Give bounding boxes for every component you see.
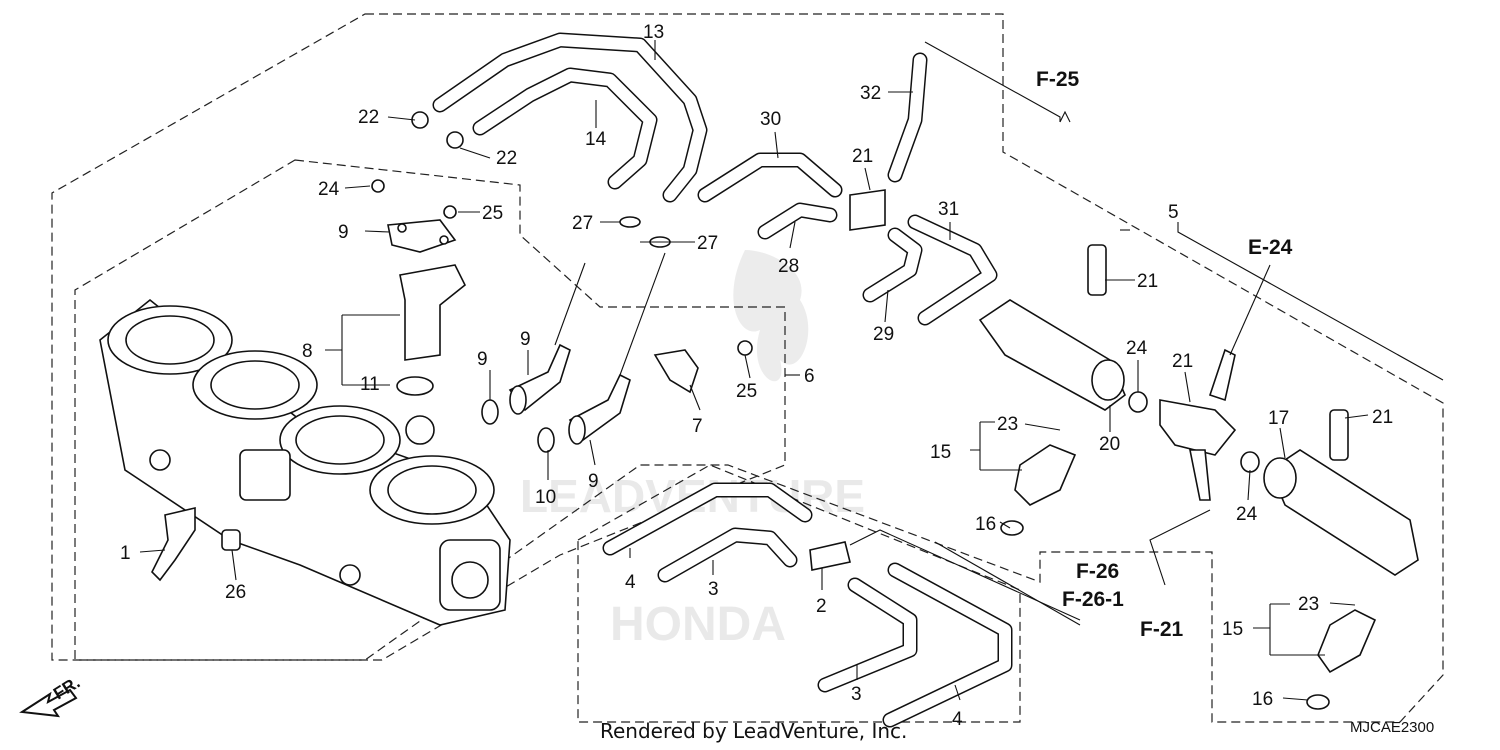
callout-11: 10 <box>535 487 556 508</box>
diagram-code: MJCAE2300 <box>1350 719 1434 736</box>
callout-9: 9 <box>520 329 531 350</box>
ref-f-21: F-21 <box>1140 618 1184 641</box>
watermark: LEADVENTURE HONDA <box>520 250 865 651</box>
callout-23: 23 <box>1298 594 1319 615</box>
callout-2: 2 <box>816 596 827 617</box>
callout-31: 31 <box>938 199 959 220</box>
callout-25: 25 <box>736 381 757 402</box>
callout-7: 7 <box>692 416 703 437</box>
callout-22: 22 <box>358 107 379 128</box>
callout-26: 26 <box>225 582 246 603</box>
callout-16: 16 <box>975 514 996 535</box>
upper-hoses <box>411 32 708 248</box>
watermark-brand: HONDA <box>610 598 786 651</box>
callout-5: 5 <box>1168 202 1179 223</box>
callout-30: 30 <box>760 109 781 130</box>
callout-17: 17 <box>1268 408 1289 429</box>
throttle-sensor <box>371 179 467 396</box>
ref-e-24: E-24 <box>1248 236 1293 259</box>
front-indicator: FR. <box>19 673 83 718</box>
callout-29: 29 <box>873 324 894 345</box>
bracket-and-bolt <box>151 506 241 582</box>
callout-9: 9 <box>588 471 599 492</box>
callout-24: 24 <box>1126 338 1148 359</box>
callout-27: 27 <box>572 213 593 234</box>
outline-hose-kit <box>577 464 1021 723</box>
callout-3: 3 <box>708 579 719 600</box>
leader-lines <box>139 40 1444 701</box>
throttle-body <box>99 298 511 626</box>
assembly-outlines <box>51 13 1444 723</box>
callout-28: 28 <box>778 256 799 277</box>
callout-labels: 22 22 13 14 24 25 9 8 11 9 9 27 27 25 7 … <box>120 22 1393 730</box>
callout-8: 8 <box>302 341 313 362</box>
ref-f-25: F-25 <box>1036 68 1080 91</box>
callout-22: 22 <box>496 148 517 169</box>
ref-f-26: F-26 <box>1076 560 1119 583</box>
front-arrow-icon <box>19 688 78 718</box>
callout-4: 4 <box>952 709 963 730</box>
lower-hoses <box>602 482 1013 728</box>
callout-18: 20 <box>1099 434 1120 455</box>
callout-12: 11 <box>360 374 380 395</box>
callout-27: 27 <box>697 233 718 254</box>
outline-main <box>51 13 1444 723</box>
callout-25: 25 <box>482 203 503 224</box>
outline-throttle-body <box>74 159 786 661</box>
callout-10: 9 <box>338 222 349 243</box>
callout-15: 15 <box>1222 619 1243 640</box>
callout-19: 21 <box>1172 351 1193 372</box>
callout-11: 9 <box>477 349 488 370</box>
credit-line: Rendered by LeadVenture, Inc. <box>600 719 907 743</box>
callout-14: 14 <box>585 129 607 150</box>
callout-21: 21 <box>1372 407 1393 428</box>
callout-25: 24 <box>318 179 340 200</box>
callout-32: 32 <box>860 83 881 104</box>
callout-23: 23 <box>997 414 1018 435</box>
callout-24: 24 <box>1236 504 1258 525</box>
callout-4: 4 <box>625 572 636 593</box>
callout-1: 1 <box>120 543 131 564</box>
callout-13: 13 <box>643 22 664 43</box>
callout-15: 15 <box>930 442 951 463</box>
vacuum-hoses <box>697 52 998 326</box>
callout-6: 6 <box>804 366 815 387</box>
callout-16: 16 <box>1252 689 1273 710</box>
fuel-rails <box>978 244 1419 710</box>
ref-f-26-1: F-26-1 <box>1062 588 1124 611</box>
intake-fittings <box>481 340 753 453</box>
page-references: F-25 E-24 F-26 F-26-1 F-21 <box>1036 68 1293 641</box>
callout-21: 21 <box>1137 271 1158 292</box>
callout-20: 21 <box>852 146 873 167</box>
callout-3: 3 <box>851 684 862 705</box>
